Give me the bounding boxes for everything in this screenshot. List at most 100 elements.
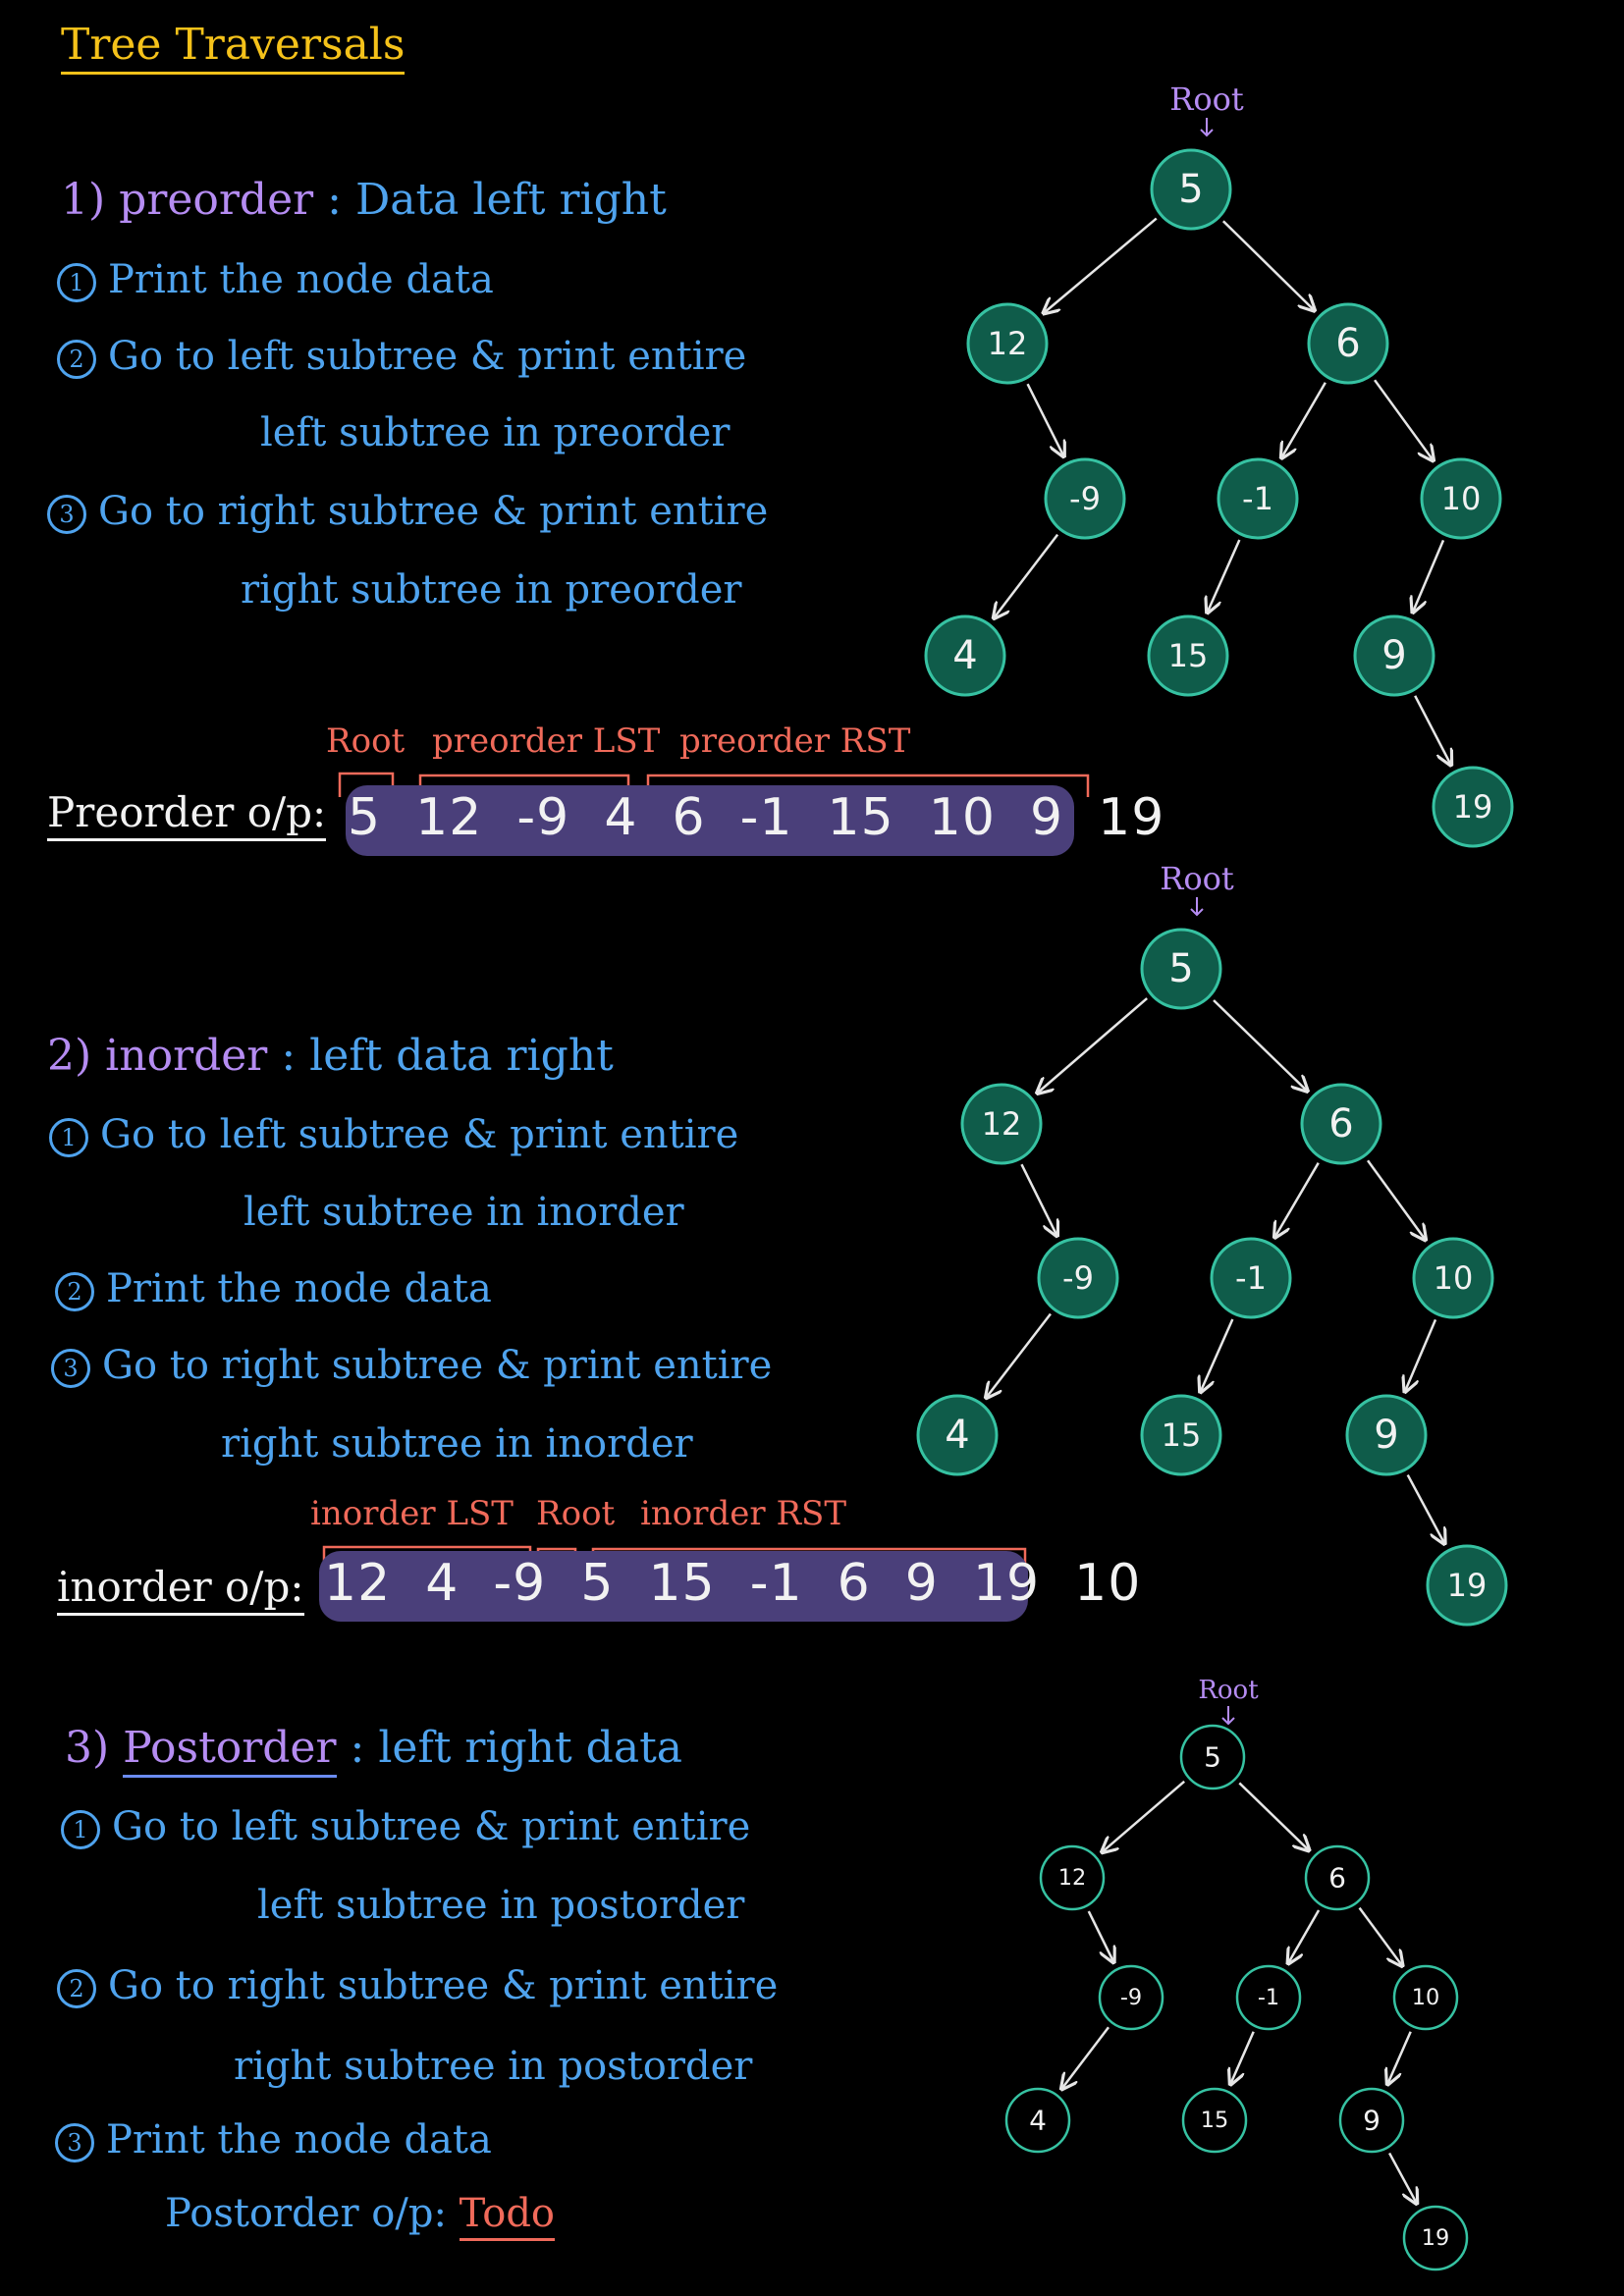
step-number-badge: 2: [55, 1272, 94, 1311]
preorder-heading: 1) preorder : Data left right: [61, 175, 667, 225]
preorder-lst-annotation: preorder LST: [432, 721, 661, 761]
tree-node-5: 5: [1140, 928, 1222, 1010]
tree-node-10: 10: [1392, 1964, 1459, 2031]
tree-node-9: 9: [1338, 2087, 1405, 2154]
tree-node-label: 15: [1168, 637, 1209, 674]
tree-node-label: 4: [952, 633, 977, 678]
postorder-output-label: Postorder o/p:: [165, 2191, 447, 2236]
tree-node-label: 5: [1168, 946, 1193, 991]
tree-edge-n5-n12: [1102, 1780, 1186, 1852]
tree-node-label: 12: [988, 325, 1028, 362]
tree-node-15: 15: [1181, 2087, 1248, 2154]
tree-node-label: 19: [1453, 788, 1493, 826]
seq-item: -9: [516, 788, 570, 847]
step-number-badge: 1: [61, 1810, 100, 1849]
tree-edge-nm9-n4: [986, 1312, 1052, 1397]
seq-item: -1: [739, 788, 793, 847]
inorder-step-3-text: Go to right subtree & print entire: [102, 1343, 773, 1388]
step-number-badge: 2: [57, 1969, 96, 2008]
seq-item: 5: [348, 788, 382, 847]
tree-node-label: 9: [1363, 2105, 1380, 2137]
tree-edge-nm9-n4: [994, 533, 1059, 618]
seq-item: 15: [648, 1554, 716, 1613]
seq-item: 6: [837, 1554, 871, 1613]
preorder-heading-name: preorder: [119, 175, 314, 225]
tree-edge-n6-nm1: [1274, 1162, 1320, 1238]
tree-edge-nm1-n15: [1207, 539, 1241, 613]
postorder-step-1: 1 Go to left subtree & print entire: [61, 1804, 750, 1849]
preorder-output-sequence: 5 12 -9 4 6 -1 15 10 9 19: [348, 788, 1164, 847]
tree-edge-n6-n10: [1358, 1906, 1403, 1966]
seq-item: 12: [415, 788, 483, 847]
tree-node-19: 19: [1402, 2205, 1469, 2271]
root-arrow: [1221, 1706, 1235, 1726]
tree-node-label: 10: [1412, 1985, 1440, 2010]
inorder-output-label: inorder o/p:: [57, 1563, 304, 1616]
tree-node-label: 19: [1422, 2225, 1450, 2251]
tree-node--9: -9: [1098, 1964, 1164, 2031]
tree-node-label: 10: [1434, 1259, 1474, 1297]
preorder-step-3-text: Go to right subtree & print entire: [98, 489, 769, 534]
tree-node-label: -9: [1120, 1985, 1142, 2010]
preorder-rst-annotation: preorder RST: [679, 721, 911, 761]
preorder-output-box: [346, 785, 1074, 856]
tree-node-15: 15: [1147, 614, 1229, 697]
tree-edge-n5-n6: [1213, 999, 1308, 1092]
seq-item: 19: [1098, 788, 1165, 847]
tree-edge-nm1-n15: [1200, 1318, 1234, 1392]
preorder-output-label: Preorder o/p:: [47, 788, 327, 841]
tree-edge-n6-nm1: [1281, 382, 1326, 458]
tree-edge-nm9-n4: [1061, 2026, 1110, 2089]
tree-node-label: 4: [945, 1413, 969, 1458]
tree-node--1: -1: [1210, 1237, 1292, 1319]
seq-item: 4: [604, 788, 638, 847]
tree-edge-n6-nm1: [1288, 1909, 1321, 1963]
inorder-step-1-text: Go to left subtree & print entire: [100, 1112, 739, 1157]
tree-node--9: -9: [1044, 457, 1126, 540]
root-label: Root: [1198, 1676, 1259, 1705]
postorder-output-value: Todo: [459, 2191, 555, 2241]
tree-node-19: 19: [1426, 1544, 1508, 1627]
tree-node-5: 5: [1150, 148, 1232, 231]
tree-edge-n6-n10: [1367, 1159, 1426, 1240]
tree-edge-n12-nm9: [1087, 1910, 1114, 1962]
preorder-heading-number: 1): [61, 175, 106, 225]
tree-node-9: 9: [1353, 614, 1435, 697]
postorder-step-1-cont: left subtree in postorder: [257, 1883, 745, 1928]
tree-edge-n5-n12: [1037, 997, 1148, 1094]
step-number-badge: 3: [55, 2123, 94, 2163]
tree-node-label: 4: [1029, 2105, 1047, 2137]
postorder-heading-name: Postorder: [123, 1723, 337, 1778]
tree-edge-n10-n9: [1405, 1318, 1437, 1391]
tree-node-label: -9: [1062, 1259, 1094, 1297]
tree-node-label: 5: [1178, 167, 1203, 212]
root-arrow: [1190, 897, 1204, 917]
tree-node-label: 15: [1201, 2108, 1229, 2133]
tree-node-12: 12: [960, 1083, 1043, 1165]
tree-edge-n12-nm9: [1026, 383, 1064, 456]
tree-node-12: 12: [966, 302, 1049, 385]
tree-edge-n10-n9: [1387, 2031, 1412, 2085]
postorder-step-1-text: Go to left subtree & print entire: [112, 1804, 751, 1849]
root-label: Root: [1160, 860, 1234, 897]
preorder-heading-rule: : Data left right: [327, 175, 667, 225]
seq-item: -9: [493, 1554, 547, 1613]
inorder-rst-annotation: inorder RST: [640, 1494, 847, 1533]
tree-node-label: 9: [1381, 633, 1406, 678]
tree-node-6: 6: [1304, 1844, 1371, 1911]
preorder-root-annotation: Root: [326, 721, 406, 761]
tree-node--1: -1: [1235, 1964, 1302, 2031]
tree-edge-n9-n19: [1406, 1473, 1445, 1544]
step-number-badge: 1: [57, 263, 96, 302]
inorder-heading: 2) inorder : left data right: [47, 1031, 614, 1081]
step-number-badge: 3: [51, 1349, 90, 1388]
tree-node-label: 5: [1204, 1741, 1221, 1774]
tree-node-10: 10: [1412, 1237, 1494, 1319]
tree-edge-n12-nm9: [1020, 1163, 1056, 1236]
